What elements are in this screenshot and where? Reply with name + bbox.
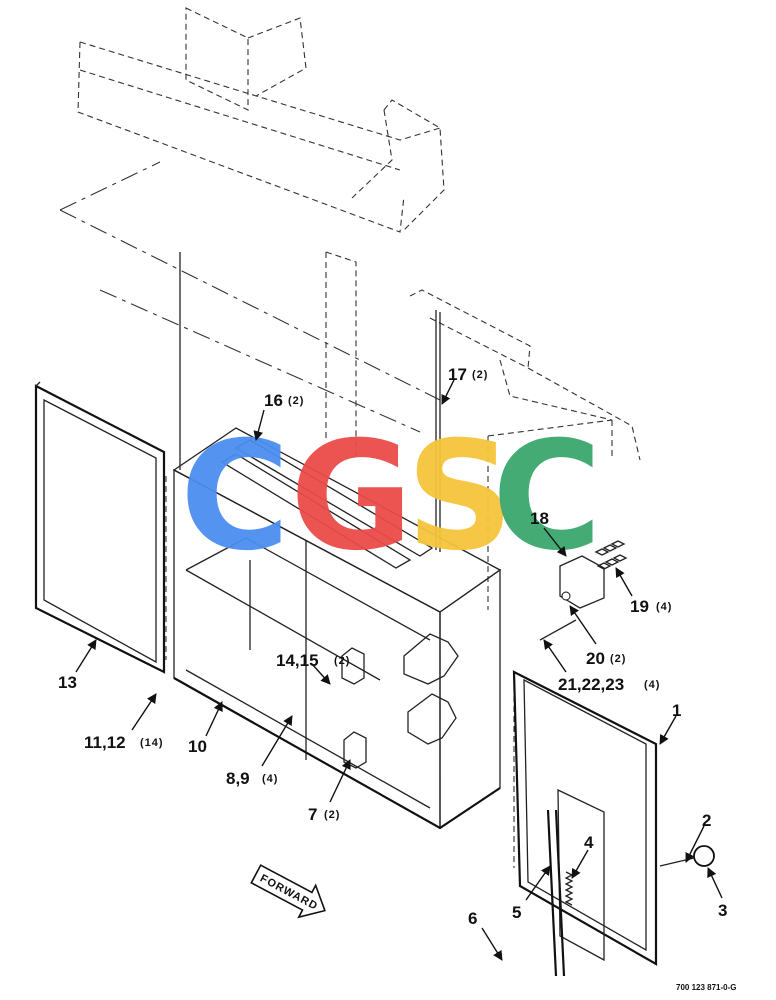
callout-13: 13	[58, 673, 77, 692]
callout-11-12: 11,12 (14)	[84, 733, 164, 752]
drawing-number: 700 123 871-0-G	[676, 983, 737, 992]
callout-5-label: 5	[512, 903, 521, 922]
callout-19: 19 (4)	[630, 597, 672, 616]
watermark-letter-c2: C	[492, 410, 602, 584]
callout-16: 16 (2)	[264, 391, 304, 410]
callout-4-label: 4	[584, 833, 594, 852]
callout-7: 7 (2)	[308, 805, 340, 824]
callout-7-qty: (2)	[324, 809, 340, 821]
callout-8-9-label: 8,9	[226, 769, 250, 788]
callout-14-15-label: 14,15	[276, 651, 319, 670]
callout-16-label: 16	[264, 391, 283, 410]
callout-6: 6	[468, 909, 477, 928]
forward-arrow: FORWARD	[250, 864, 326, 919]
callout-2: 2	[702, 811, 711, 830]
callout-3-label: 3	[718, 901, 727, 920]
callout-20-qty: (2)	[610, 653, 626, 665]
callout-11-12-qty: (14)	[140, 737, 164, 749]
callout-1: 1	[672, 701, 681, 720]
watermark-letter-s: S	[406, 410, 514, 584]
callout-5: 5	[512, 903, 521, 922]
watermark-letter-g: G	[290, 410, 413, 584]
callout-6-label: 6	[468, 909, 477, 928]
callout-21-22-23: 21,22,23 (4)	[558, 675, 660, 694]
upper-frame-dashed	[59, 7, 641, 610]
callout-21-22-23-qty: (4)	[644, 679, 660, 691]
callout-13-label: 13	[58, 673, 77, 692]
watermark: C G S C	[180, 410, 602, 584]
callout-17-qty: (2)	[472, 369, 488, 381]
callout-10: 10	[188, 737, 207, 756]
callout-14-15: 14,15 (2)	[276, 651, 350, 670]
callout-4: 4	[584, 833, 594, 852]
callout-20-label: 20	[586, 649, 605, 668]
callout-1-label: 1	[672, 701, 681, 720]
latch-hardware-cluster	[539, 540, 628, 641]
callout-labels: 1 2 3 4 5 6 7 (2) 8,9 (4) 10 11,12 (14	[58, 365, 727, 928]
callout-7-label: 7	[308, 805, 317, 824]
callout-18-label: 18	[530, 509, 549, 528]
callout-17-label: 17	[448, 365, 467, 384]
leader-lines	[75, 379, 723, 961]
callout-21-22-23-label: 21,22,23	[558, 675, 624, 694]
callout-10-label: 10	[188, 737, 207, 756]
callout-16-qty: (2)	[288, 395, 304, 407]
callout-19-label: 19	[630, 597, 649, 616]
callout-17: 17 (2)	[448, 365, 488, 384]
callout-2-label: 2	[702, 811, 711, 830]
callout-11-12-label: 11,12	[84, 733, 126, 752]
watermark-letter-c1: C	[180, 410, 290, 584]
callout-3: 3	[718, 901, 727, 920]
storage-box	[165, 427, 515, 868]
callout-8-9: 8,9 (4)	[226, 769, 278, 788]
callout-18: 18	[530, 509, 549, 528]
callout-19-qty: (4)	[656, 601, 672, 613]
callout-14-15-qty: (2)	[334, 655, 350, 667]
callout-8-9-qty: (4)	[262, 773, 278, 785]
right-door-panel	[512, 670, 715, 977]
callout-20: 20 (2)	[586, 649, 626, 668]
left-door-panel	[34, 381, 166, 674]
